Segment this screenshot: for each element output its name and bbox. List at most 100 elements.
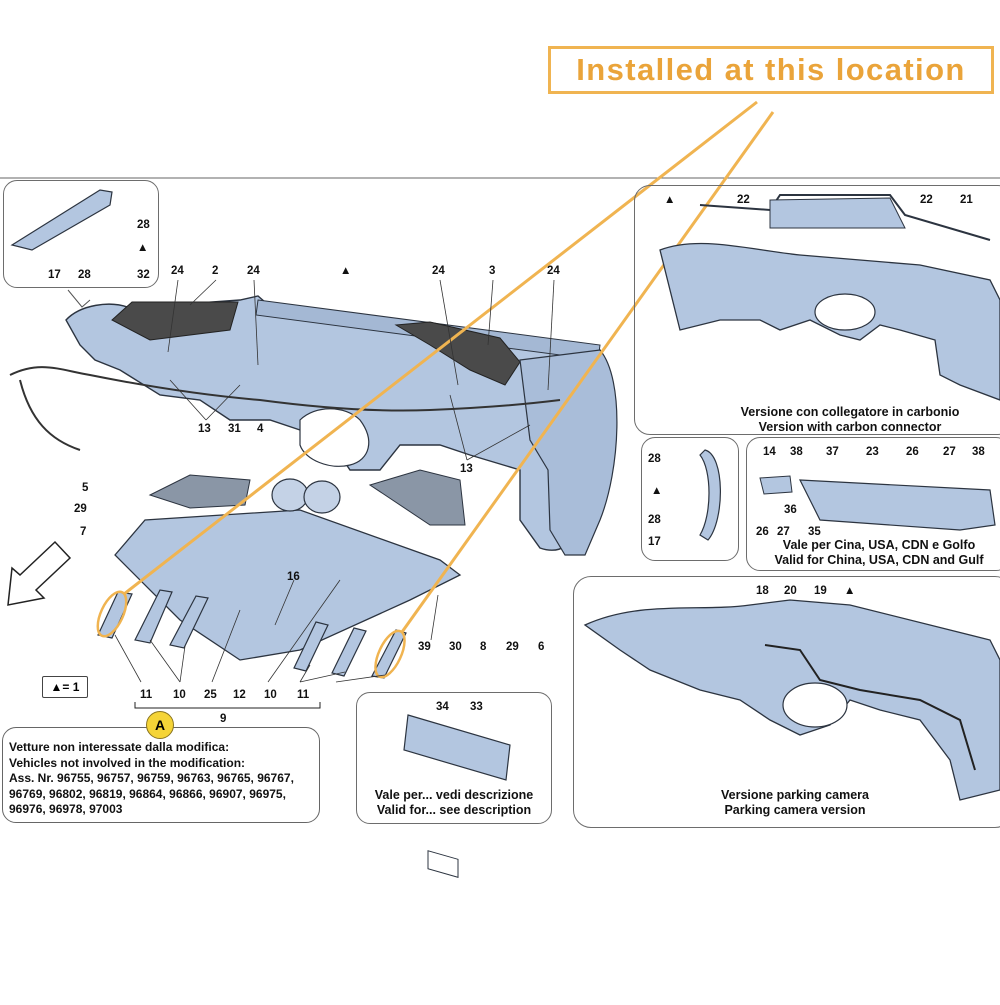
label-26b: 26: [756, 526, 769, 538]
label-26a: 26: [906, 446, 919, 458]
carbon-bumper-opening: [814, 293, 876, 331]
label-inset-28a: 28: [137, 219, 150, 231]
china-clip-part: [759, 475, 793, 495]
label-7: 7: [80, 526, 86, 538]
caption-parking: Versione parking camera Parking camera v…: [660, 788, 930, 818]
wiring-branch: [19, 379, 81, 451]
carbon-version-view: [659, 194, 1000, 401]
label-3: 3: [489, 265, 495, 277]
label-side-28b: 28: [648, 514, 661, 526]
caption-china-it: Vale per Cina, USA, CDN e Golfo: [782, 538, 976, 552]
side-mesh-right: [368, 469, 466, 526]
label-inset-17: 17: [48, 269, 61, 281]
note-badge-icon: A: [146, 711, 174, 739]
label-24b: 24: [247, 265, 260, 277]
parking-bumper-opening: [782, 682, 848, 728]
label-31: 31: [228, 423, 241, 435]
inset-box-parking: [573, 576, 1000, 828]
caption-china: Vale per Cina, USA, CDN e Golfo Valid fo…: [748, 538, 1000, 568]
label-37: 37: [826, 446, 839, 458]
label-9: 9: [220, 713, 226, 725]
parking-version-view: [583, 599, 1000, 801]
label-4: 4: [257, 423, 264, 435]
caption-carbon: Versione con collegatore in carbonio Ver…: [700, 405, 1000, 435]
inset-box-carbon: [634, 185, 1000, 435]
highlight-pointers: [96, 100, 775, 679]
inset-box-plate: [356, 692, 552, 824]
label-8: 8: [480, 641, 487, 653]
pointer-line-left: [123, 100, 758, 596]
exhaust-tip-right: [303, 480, 341, 514]
quantity-legend: ▲= 1: [42, 676, 88, 698]
label-side-triangle: ▲: [651, 485, 662, 497]
label-29a: 29: [74, 503, 87, 515]
exhaust-tip-left: [271, 478, 309, 512]
diffuser-fin-11-left: [97, 591, 133, 639]
caption-china-en: Valid for China, USA, CDN and Gulf: [774, 553, 984, 567]
label-38b: 38: [972, 446, 985, 458]
note-line: Ass. Nr. 96755, 96757, 96759, 96763, 967…: [9, 771, 294, 785]
label-12: 12: [233, 689, 246, 701]
highlight-ring-left: [96, 590, 128, 638]
plate-bracket-hole-left: [427, 850, 459, 878]
note-line: Vehicles not involved in the modificatio…: [9, 755, 246, 770]
diffuser-fin-10a: [134, 589, 173, 644]
china-bracket-part: [799, 479, 996, 531]
label-22a: 22: [737, 194, 750, 206]
label-14: 14: [763, 446, 776, 458]
label-20: 20: [784, 585, 797, 597]
label-38a: 38: [790, 446, 803, 458]
inset-box-side: [641, 437, 739, 561]
carbon-connector-panel: [769, 197, 906, 229]
diffuser-fin-10c: [293, 621, 329, 672]
label-parking-triangle: ▲: [844, 585, 855, 597]
label-18: 18: [756, 585, 769, 597]
label-10b: 10: [264, 689, 277, 701]
label-24c: 24: [432, 265, 445, 277]
note-line: 96976, 96978, 97003: [9, 802, 123, 816]
label-25: 25: [204, 689, 217, 701]
wiring-harness: [9, 366, 561, 412]
leader-lines: [114, 279, 555, 683]
note-box: Vetture non interessate dalla modifica: …: [2, 727, 320, 823]
label-13b: 13: [460, 463, 473, 475]
label-carbon-triangle: ▲: [664, 194, 675, 206]
highlight-ring-right: [374, 629, 406, 679]
label-23: 23: [866, 446, 879, 458]
note-line: Vetture non interessate dalla modifica:: [9, 740, 230, 754]
label-inset-28b: 28: [78, 269, 91, 281]
label-side-28a: 28: [648, 453, 661, 465]
diffuser-panel: [114, 509, 462, 661]
label-11b: 11: [297, 689, 310, 701]
inset-box-top-left: [3, 180, 159, 288]
label-30: 30: [449, 641, 462, 653]
bumper-center-opening: [299, 408, 370, 467]
label-6: 6: [538, 641, 544, 653]
label-39: 39: [418, 641, 431, 653]
label-10a: 10: [173, 689, 186, 701]
carbon-connector-strip: [699, 194, 991, 241]
caption-parking-it: Versione parking camera: [721, 788, 869, 802]
label-side-17: 17: [648, 536, 661, 548]
inset-bracket-part: [10, 189, 113, 251]
installed-location-callout: Installed at this location: [548, 46, 994, 94]
note-line: 96769, 96802, 96819, 96864, 96866, 96907…: [9, 786, 286, 801]
label-27a: 27: [943, 446, 956, 458]
pointer-line-right: [400, 111, 775, 633]
caption-plate-it: Vale per... vedi descrizione: [374, 788, 534, 802]
label-22b: 22: [920, 194, 933, 206]
side-mesh-left: [148, 474, 251, 509]
label-27b: 27: [777, 526, 790, 538]
group-bracket-9: [134, 702, 321, 709]
label-36: 36: [784, 504, 797, 516]
diffuser-fin-10b: [169, 595, 209, 649]
label-33: 33: [470, 701, 483, 713]
label-top-triangle: ▲: [340, 265, 351, 277]
diffuser-assembly: [97, 469, 466, 679]
label-34: 34: [436, 701, 449, 713]
label-13a: 13: [198, 423, 211, 435]
caption-carbon-it: Versione con collegatore in carbonio: [740, 405, 960, 419]
plate-bracket-part: [403, 714, 511, 781]
label-24d: 24: [547, 265, 560, 277]
